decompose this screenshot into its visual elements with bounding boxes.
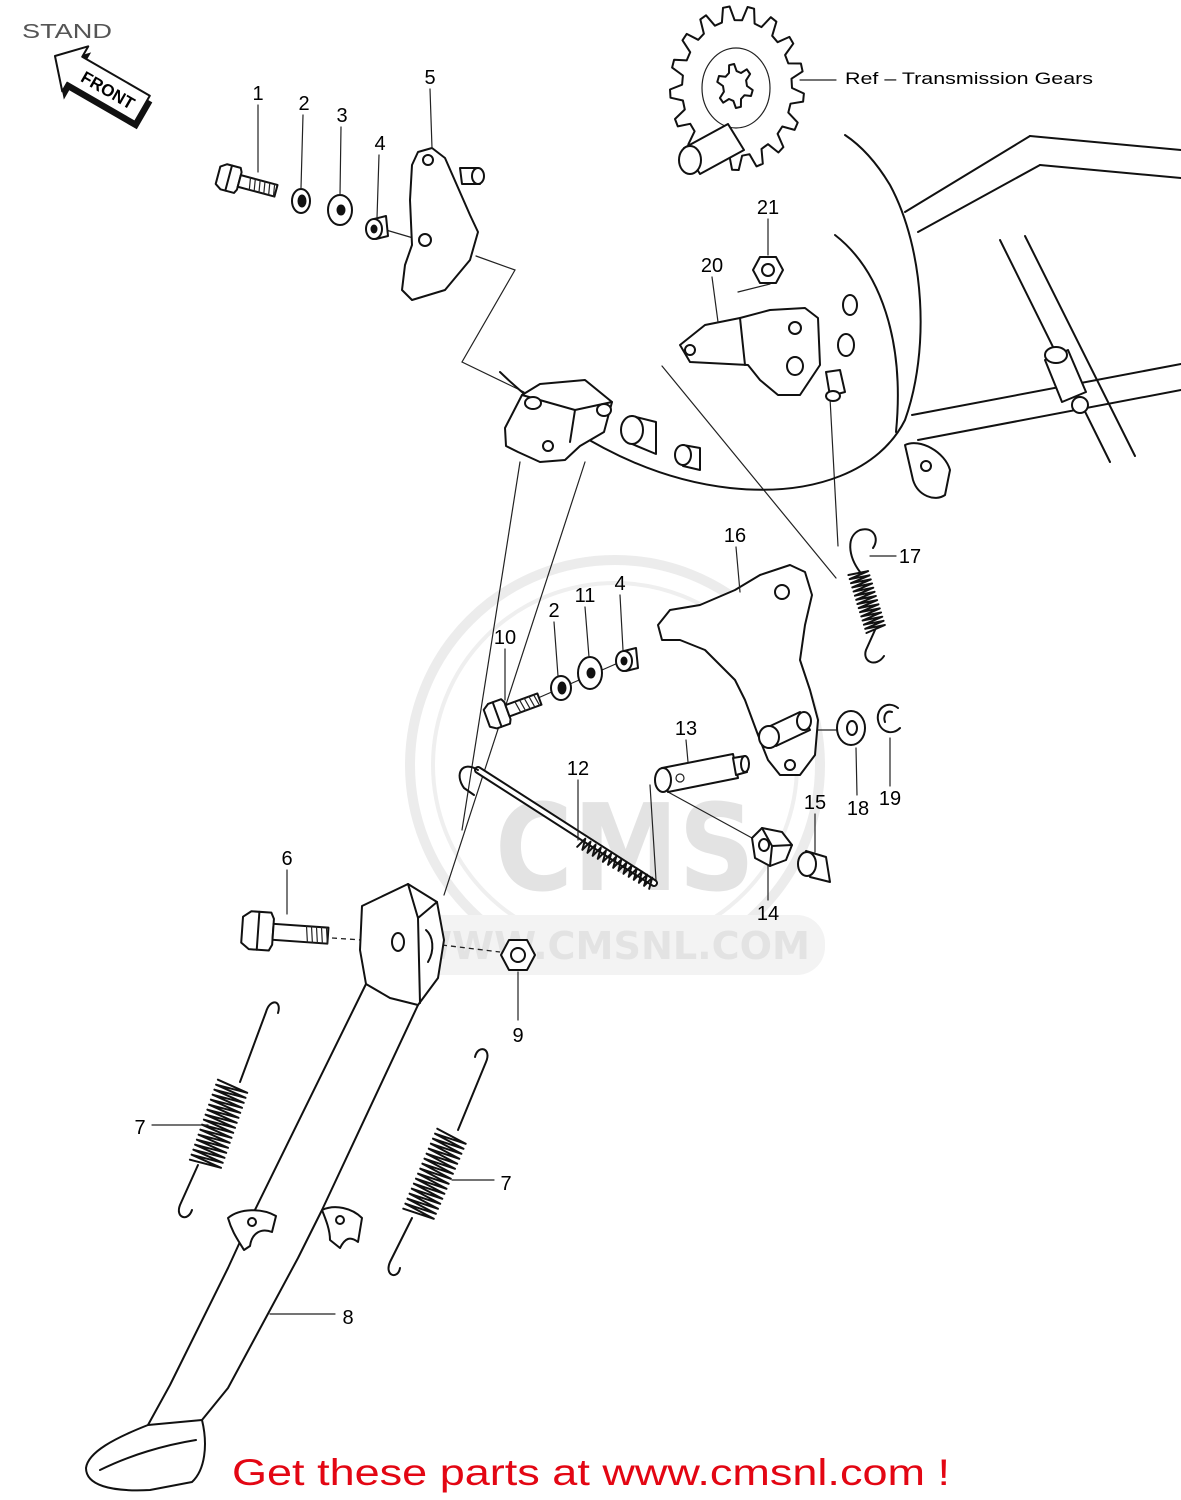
part-16-bracket (657, 564, 819, 776)
callout-part-9: 9 (512, 1025, 523, 1047)
watermark-url-text: WWW.CMSNL.COM (410, 924, 810, 968)
callout-part-2-upper: 2 (298, 93, 309, 115)
callout-part-13: 13 (675, 718, 697, 740)
footer-cta-text: Get these parts at www.cmsnl.com ! (232, 1452, 950, 1493)
callout-part-2-lower: 2 (548, 600, 559, 622)
callout-part-15: 15 (804, 792, 826, 814)
reference-note: Ref – Transmission Gears (845, 69, 1093, 88)
callout-part-18: 18 (847, 798, 869, 820)
part-10-bolt (482, 692, 543, 730)
callout-part-4-upper: 4 (374, 133, 385, 155)
callout-numbers: 1 2 3 4 5 21 20 16 17 10 2 11 4 13 12 15… (134, 67, 921, 1329)
part-19-e-clip (876, 703, 901, 734)
part-5-bracket (401, 147, 485, 301)
callout-part-14: 14 (757, 903, 779, 925)
part-1-bolt (214, 163, 279, 198)
frame-and-engine-case (499, 134, 1181, 499)
part-13-pin (654, 753, 750, 793)
part-2-lock-washer-lower (550, 675, 572, 701)
part-7-spring-right (387, 1048, 489, 1277)
part-14-nut (751, 827, 793, 867)
callout-part-7-left: 7 (134, 1117, 145, 1139)
callout-part-1: 1 (252, 83, 263, 105)
watermark-logo-text: CMS (495, 780, 755, 919)
part-9-nut (500, 939, 536, 971)
diagram-title: STAND (22, 21, 112, 43)
part-15-collar (797, 850, 831, 883)
callout-part-21: 21 (757, 197, 779, 219)
callout-part-6: 6 (281, 848, 292, 870)
watermark-logo: CMS WWW.CMSNL.COM (395, 555, 825, 975)
callout-part-4-lower: 4 (614, 573, 625, 595)
callout-part-5: 5 (424, 67, 435, 89)
part-20-bracket (679, 307, 846, 402)
stand-pivot-mount (504, 379, 701, 471)
part-12-rod (458, 765, 658, 890)
callout-part-19: 19 (879, 788, 901, 810)
callout-part-11: 11 (575, 585, 596, 607)
front-arrow-icon: FRONT (53, 45, 153, 130)
part-4-collar-lower (615, 647, 639, 672)
part-8-side-stand (85, 883, 445, 1492)
callout-part-12: 12 (567, 758, 589, 780)
callout-leader-lines (151, 79, 897, 1315)
watermark-url-plate (395, 915, 825, 975)
callout-part-8: 8 (342, 1307, 353, 1329)
callout-part-7-right: 7 (500, 1173, 511, 1195)
part-17-spring (847, 528, 886, 664)
callout-part-20: 20 (701, 255, 723, 277)
part-7-spring-left (177, 1001, 280, 1219)
callout-part-16: 16 (724, 525, 746, 547)
part-4-collar-upper (365, 215, 389, 240)
callout-part-17: 17 (899, 546, 921, 568)
part-3-washer (327, 194, 353, 226)
callout-part-10: 10 (494, 627, 516, 649)
callout-part-3: 3 (336, 105, 347, 127)
part-2-lock-washer-upper (291, 188, 311, 214)
sprocket-transmission-gear (669, 5, 805, 175)
part-18-washer (836, 710, 866, 746)
part-6-pivot-bolt (240, 910, 330, 952)
part-21-nut (752, 256, 784, 284)
part-11-washer (577, 656, 603, 690)
